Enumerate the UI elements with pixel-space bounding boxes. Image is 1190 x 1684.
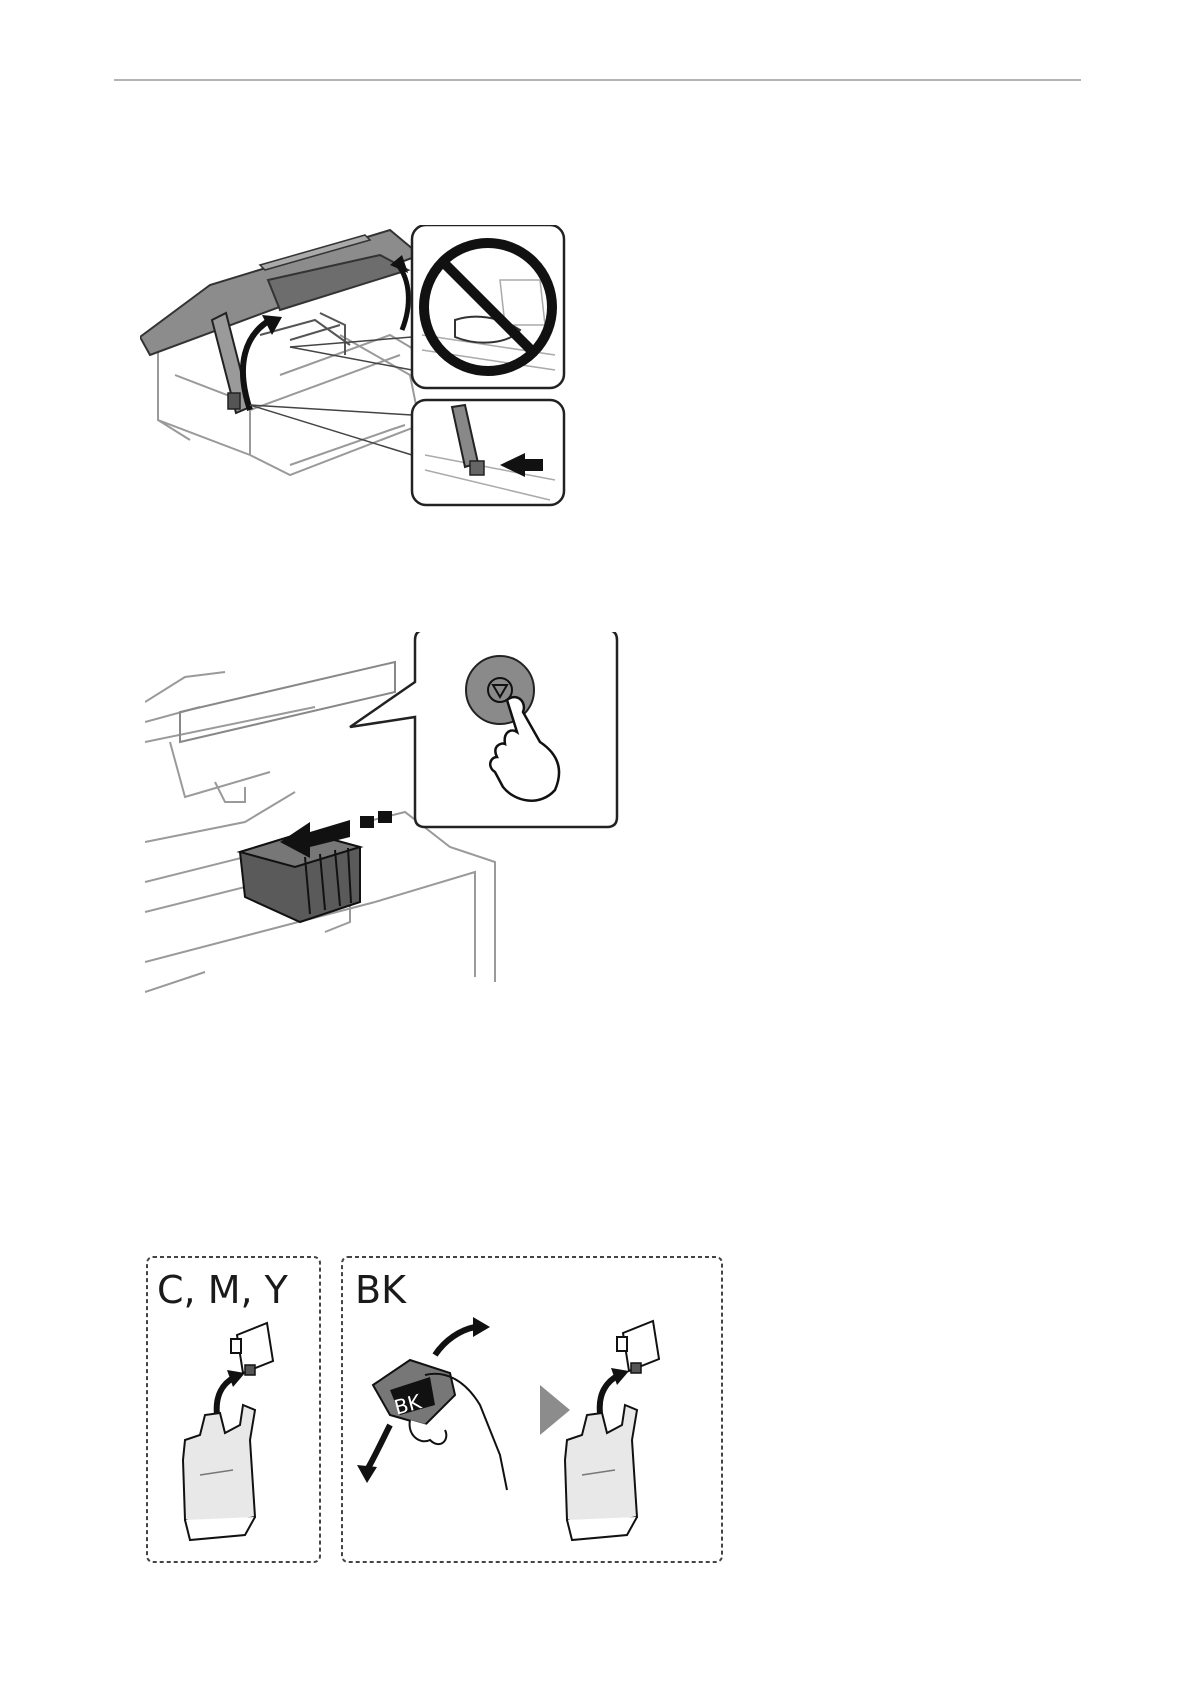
- next-step-arrow-icon: [540, 1385, 570, 1435]
- rotate-arrow-up-icon: [435, 1327, 475, 1355]
- printer-body: [158, 335, 420, 475]
- package-bag-icon: [183, 1405, 255, 1540]
- open-scanner-unit-illustration: [140, 225, 620, 540]
- button-callout: [350, 632, 617, 827]
- unpack-cartridge-illustration: C, M, Y BK BK: [145, 1255, 725, 1565]
- package-bag-icon-bk: [565, 1405, 637, 1540]
- do-not-touch-inset: [412, 225, 564, 388]
- cartridge-icon-bk: [617, 1321, 659, 1373]
- header-rule: [114, 79, 1081, 81]
- cmy-label: C, M, Y: [157, 1268, 289, 1312]
- cartridge-icon: [231, 1323, 273, 1375]
- hand-with-cartridge: BK: [373, 1360, 507, 1490]
- lift-arrow-right: [398, 265, 408, 330]
- lock-release-inset: [412, 400, 564, 505]
- scanner-lid: [140, 230, 420, 355]
- bk-label: BK: [355, 1268, 407, 1312]
- rotate-arrow-down-icon: [367, 1425, 390, 1470]
- press-button-illustration: [145, 632, 625, 1002]
